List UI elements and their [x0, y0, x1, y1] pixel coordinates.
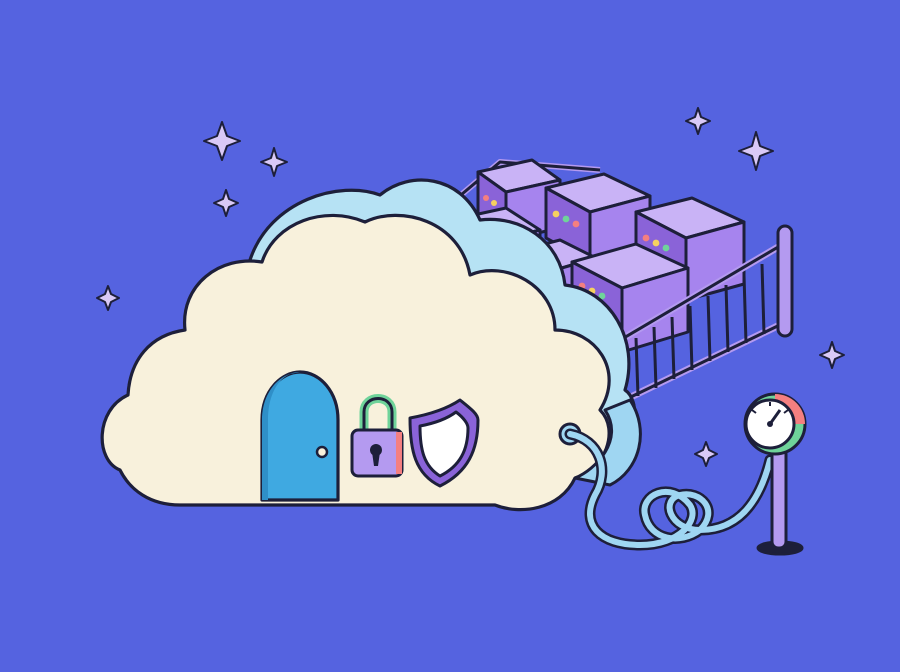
- pressure-gauge-icon: [743, 392, 807, 556]
- fence-front: [598, 224, 794, 412]
- padlock-icon: [350, 394, 404, 478]
- shield-icon: [408, 398, 480, 488]
- cloud-front: [100, 213, 611, 512]
- door-knob: [315, 445, 329, 459]
- hose-icon: [558, 422, 776, 551]
- door-icon: [260, 370, 340, 502]
- sparkle-icon: [96, 107, 845, 467]
- cloud-icon: [100, 213, 642, 512]
- fence-back-rail-outline: [454, 160, 601, 202]
